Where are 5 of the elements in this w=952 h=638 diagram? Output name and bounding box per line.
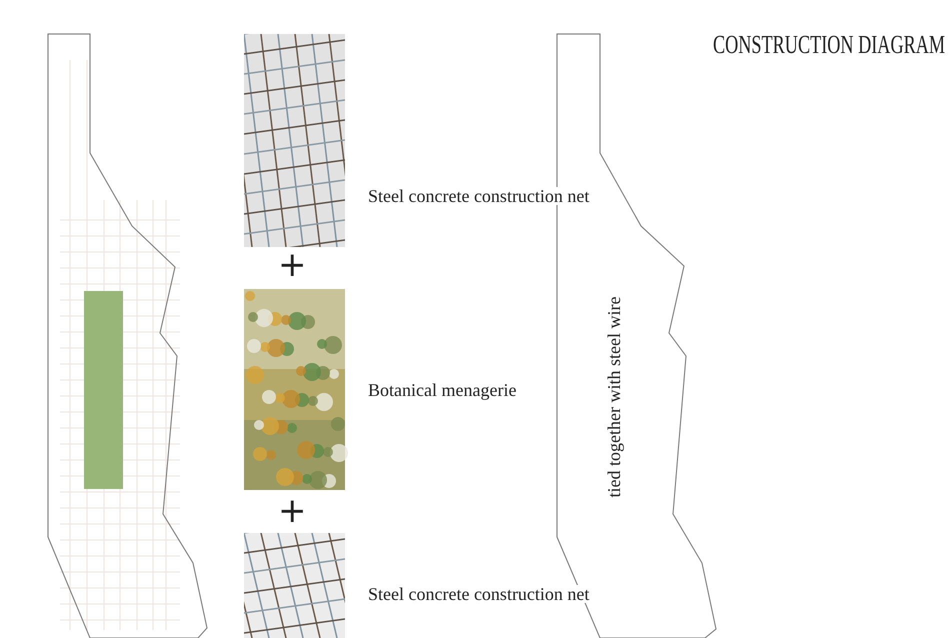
title: CONSTRUCTION DIAGRAM <box>713 30 946 60</box>
vertical-caption: tied together with steel wire <box>605 296 623 498</box>
caption: Steel concrete construction net <box>368 187 590 205</box>
caption: Steel concrete construction net <box>368 585 590 603</box>
caption: Botanical menagerie <box>368 381 516 399</box>
